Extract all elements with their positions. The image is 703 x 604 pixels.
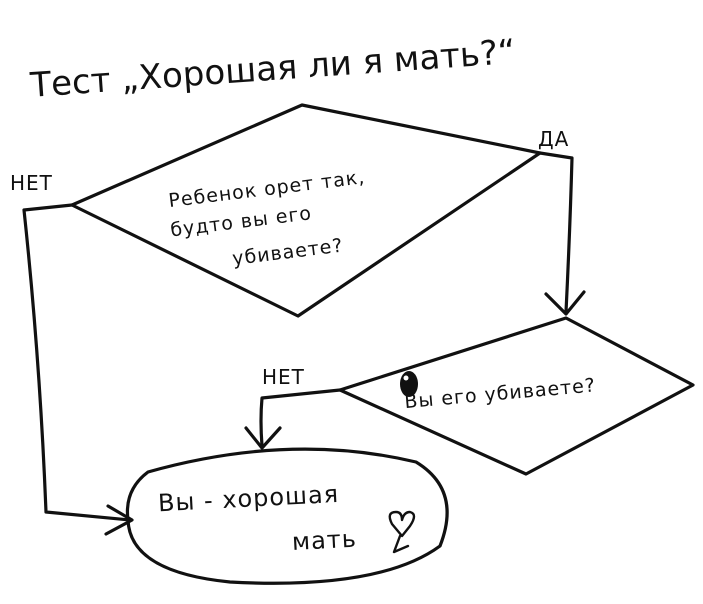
yes-label: ДА	[538, 127, 569, 151]
yes-connector	[538, 151, 574, 314]
no-label-middle: НЕТ	[262, 365, 305, 389]
ink-blot-highlight	[403, 375, 409, 381]
no-left-connector	[22, 203, 132, 522]
yes-arrowhead	[544, 290, 586, 316]
no-middle-connector	[259, 388, 342, 448]
decision-2-text: Вы его убиваете?	[403, 374, 596, 413]
result-terminal	[125, 447, 449, 585]
diagram-title: Тест „Хорошая ли я мать?“	[28, 32, 517, 106]
result-line-1: Вы - хорошая	[157, 480, 339, 517]
result-line-2: мать	[291, 525, 357, 556]
heart-icon	[388, 510, 416, 538]
no-left-arrowhead	[104, 504, 134, 536]
decision-1-line-1: Ребенок орет так,	[167, 166, 366, 212]
no-label-left: НЕТ	[10, 171, 53, 195]
decision-1-line-3: убиваете?	[231, 235, 345, 270]
heart-stem	[392, 534, 410, 554]
decision-diamond-2	[338, 316, 695, 476]
no-middle-arrowhead	[244, 426, 282, 450]
ink-blot	[400, 371, 418, 397]
